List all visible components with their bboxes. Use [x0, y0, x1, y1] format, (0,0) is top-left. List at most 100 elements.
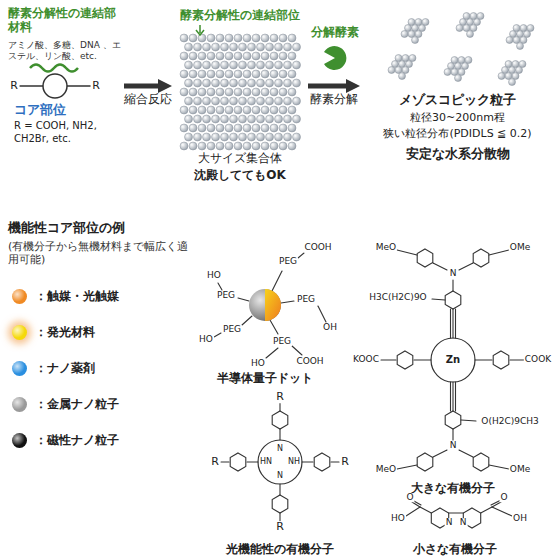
aggregate-ball [198, 70, 206, 78]
particle-ball [402, 55, 409, 62]
aggregate-ball [239, 61, 247, 69]
aggregate-ball [225, 88, 233, 96]
bond-line [397, 250, 417, 255]
aggregate-ball [239, 97, 247, 105]
aggregate-ball [270, 142, 278, 150]
bond-line [221, 461, 229, 462]
aggregate-ball [212, 79, 220, 87]
aggregate-ball [266, 133, 274, 141]
peg-chain [292, 346, 302, 355]
particle-ball [451, 57, 458, 64]
aggregate-ball [225, 70, 233, 78]
particle-ball [512, 61, 519, 68]
atom-label: R [275, 521, 285, 533]
legend-swatch [12, 325, 27, 340]
aggregate-ball [234, 34, 242, 42]
figure-caption: 光機能性の有機分子 [225, 543, 335, 556]
aggregate-ball [185, 97, 193, 105]
aggregate-ball [212, 133, 220, 141]
aggregate-ball [189, 88, 197, 96]
aggregate-ball [275, 79, 283, 87]
atom-label: OMe [509, 243, 531, 252]
bond-line [452, 280, 453, 291]
atom-label: MeO [375, 243, 397, 252]
aggregate-ball [189, 142, 197, 150]
aggregate-ball [275, 133, 283, 141]
aggregate-ball [266, 97, 274, 105]
aggregate-ball [293, 133, 301, 141]
particle-ball [395, 55, 402, 62]
aggregate-ball [216, 106, 224, 114]
aggregate-ball [288, 34, 296, 42]
legend-row: ：金属ナノ粒子 [12, 386, 119, 422]
aggregate-ball [216, 70, 224, 78]
atom-label: N [445, 518, 454, 527]
bond-line [397, 465, 417, 469]
aggregate-ball [203, 43, 211, 51]
aggregate-ball [266, 115, 274, 123]
aggregate-ball [216, 142, 224, 150]
aggregate-ball [180, 52, 188, 60]
flow-arrow [308, 84, 348, 89]
group-label: R [91, 80, 101, 92]
bond-line [406, 507, 420, 516]
aggregate-ball [252, 142, 260, 150]
particle-ball [465, 57, 472, 64]
aggregate-ball [203, 97, 211, 105]
aggregate-ball [279, 106, 287, 114]
aggregate-ball [230, 43, 238, 51]
bond-line [449, 512, 464, 513]
group-label: R [9, 80, 19, 92]
triple-bond [455, 309, 456, 338]
aggregate-ball [284, 61, 292, 69]
aggregate-ball [270, 52, 278, 60]
aggregate-ball [225, 34, 233, 42]
atom-label: PEG [216, 291, 236, 300]
aggregate-ball [216, 52, 224, 60]
bond-line [489, 250, 509, 255]
stage-text: 安定な水系分散物 [360, 146, 555, 162]
aggregate-ball [216, 124, 224, 132]
aggregate-ball [252, 106, 260, 114]
atom-label: O [405, 493, 414, 502]
particle-ball [408, 19, 415, 26]
aggregate-ball [257, 115, 265, 123]
aggregate-ball [288, 52, 296, 60]
benzene-ring [272, 495, 288, 513]
bond-line [461, 420, 476, 421]
aggregate-ball [275, 97, 283, 105]
aggregate-ball [261, 142, 269, 150]
bond-line [432, 299, 445, 300]
aggregate-ball [270, 88, 278, 96]
bond-line [475, 359, 492, 360]
quantum-dot [249, 289, 281, 321]
bond-line [279, 429, 280, 440]
aggregate-ball [234, 106, 242, 114]
porphyrin-ring [431, 338, 475, 382]
particle-ball [509, 79, 516, 86]
aggregate-ball [266, 43, 274, 51]
aggregate-ball [198, 142, 206, 150]
particle-ball [444, 69, 451, 76]
peg-chain [270, 320, 278, 334]
stage-text: 大サイズ集合体 [172, 151, 308, 166]
aggregate-ball [198, 88, 206, 96]
triple-bond [452, 309, 453, 338]
particle-ball [519, 61, 526, 68]
legend-row: ：ナノ薬剤 [12, 350, 119, 386]
aggregate-ball [207, 88, 215, 96]
atom-label: PEG [272, 337, 292, 346]
aggregate-ball [270, 34, 278, 42]
atom-label: OMe [509, 465, 531, 474]
benzene-ring [272, 411, 288, 429]
edge-label: 縮合反応 [122, 93, 174, 106]
aggregate-ball [194, 79, 202, 87]
atom-label: R [275, 391, 285, 403]
particle-ball [422, 19, 429, 26]
bond-line [331, 461, 339, 462]
aggregate-ball [194, 115, 202, 123]
aggregate-ball [221, 133, 229, 141]
benzene-ring [473, 249, 489, 267]
atom-label: HO [250, 359, 266, 368]
atom-label: N [276, 472, 284, 480]
